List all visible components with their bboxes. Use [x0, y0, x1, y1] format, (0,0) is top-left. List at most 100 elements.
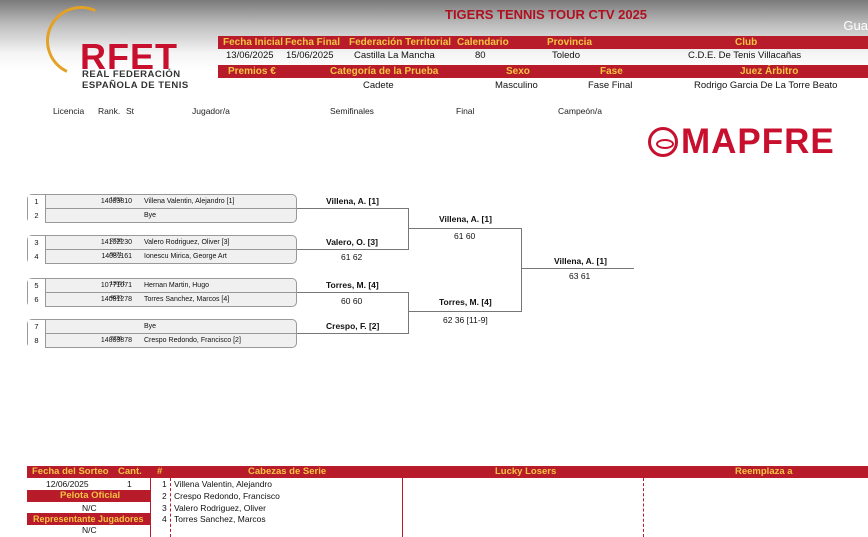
value-federacion: Castilla La Mancha: [354, 50, 435, 61]
final-winner: Torres, M. [4]: [439, 297, 492, 307]
logo-line2: ESPAÑOLA DE TENIS: [82, 80, 189, 91]
header-row2-bar: Premios € Categoría de la Prueba Sexo Fa…: [218, 65, 868, 78]
slot-player: Bye: [144, 323, 157, 330]
draw-slot: 8 14083878 2726 Crespo Redondo, Francisc…: [28, 334, 296, 348]
slot-number: 4: [28, 250, 46, 264]
value-provincia: Toledo: [552, 50, 580, 61]
bracket-line: [408, 292, 409, 334]
col-final: Final: [456, 106, 475, 116]
final-winner: Villena, A. [1]: [439, 214, 492, 224]
label-reemplaza: Reemplaza a: [735, 466, 793, 477]
semi-winner: Torres, M. [4]: [326, 280, 379, 290]
value-fase: Fase Final: [588, 80, 633, 91]
semi-winner: Villena, A. [1]: [326, 196, 379, 206]
label-calendario: Calendario: [457, 37, 509, 48]
draw-slot: 2 Bye: [28, 209, 296, 223]
edge-text: Gua: [843, 18, 868, 33]
seed-name: Torres Sanchez, Marcos: [174, 514, 266, 524]
slot-number: 1: [28, 195, 46, 209]
value-representante: N/C: [82, 525, 97, 535]
label-fase: Fase: [600, 66, 623, 77]
seed-name: Valero Rodriguez, Oliver: [174, 503, 266, 513]
draw-slot: 1 14083810 1703 Villena Valentin, Alejan…: [28, 195, 296, 209]
bracket-line: [408, 208, 409, 250]
champion-name: Villena, A. [1]: [554, 256, 607, 266]
label-club: Club: [735, 37, 758, 48]
slot-rank: 9071: [110, 252, 123, 258]
value-juez: Rodrigo Garcia De La Torre Beato: [694, 80, 838, 91]
representante-bar: [27, 513, 150, 525]
value-categoria: Cadete: [363, 80, 394, 91]
col-st: St: [126, 106, 135, 116]
rfet-logo: RFET REAL FEDERACIÓN ESPAÑOLA DE TENIS: [36, 0, 190, 96]
divider: [402, 478, 403, 537]
bracket-line: [409, 311, 521, 312]
seed-number: 1: [162, 479, 167, 489]
header-background: [0, 0, 868, 70]
divider: [643, 478, 644, 537]
value-cant: 1: [127, 479, 132, 489]
bracket-line: [522, 268, 634, 269]
slot-player: Hernan Martin, Hugo: [144, 282, 209, 289]
slot-player: Bye: [144, 212, 157, 219]
label-lucky: Lucky Losers: [495, 466, 557, 477]
value-calendario: 80: [475, 50, 486, 61]
draw-pair-1: 1 14083810 1703 Villena Valentin, Alejan…: [27, 194, 297, 223]
slot-licencia: 10771071: [100, 282, 132, 289]
label-premios: Premios €: [228, 66, 276, 77]
mapfre-word: MAPFRE: [681, 122, 835, 161]
slot-player: Ionescu Mirica, George Art: [144, 253, 227, 260]
label-federacion: Federación Territorial: [349, 37, 452, 48]
slot-rank: 4620: [110, 295, 123, 301]
slot-rank: 13051: [110, 281, 126, 287]
label-cant: Cant.: [118, 466, 142, 477]
label-fecha-sorteo: Fecha del Sorteo: [32, 466, 109, 477]
header-row1-bar: Fecha Inicial Fecha Final Federación Ter…: [218, 36, 868, 49]
draw-slot: 5 10771071 13051 Hernan Martin, Hugo: [28, 279, 296, 293]
bottom-header-bar: [27, 466, 868, 478]
label-cabezas: Cabezas de Serie: [248, 466, 327, 477]
slot-number: 6: [28, 293, 46, 307]
bracket-line: [409, 228, 521, 229]
col-campeon: Campeón/a: [558, 106, 602, 116]
col-rank: Rank.: [98, 106, 121, 116]
logo-line1: REAL FEDERACIÓN: [82, 69, 181, 80]
label-provincia: Provincia: [547, 37, 593, 48]
slot-rank: 2738: [110, 238, 123, 244]
seed-name: Villena Valentin, Alejandro: [174, 479, 272, 489]
champion-score: 63 61: [569, 271, 591, 281]
bracket-line: [297, 292, 408, 293]
semi-score: 60 60: [341, 296, 363, 306]
slot-player: Villena Valentin, Alejandro [1]: [144, 198, 235, 205]
final-score: 61 60: [454, 231, 476, 241]
label-pelota: Pelota Oficial: [60, 490, 121, 501]
slot-licencia: 14083810: [100, 198, 132, 205]
semi-winner: Crespo, F. [2]: [326, 321, 380, 331]
bracket-line: [297, 249, 408, 250]
seed-number: 3: [162, 503, 167, 513]
draw-slot: 6 14081278 4620 Torres Sanchez, Marcos […: [28, 293, 296, 307]
label-fecha-inicial: Fecha Inicial: [223, 37, 284, 48]
draw-slot: 3 14102230 2738 Valero Rodriguez, Oliver…: [28, 236, 296, 250]
logo-word: RFET: [80, 36, 178, 77]
slot-player: Valero Rodriguez, Oliver [3]: [144, 239, 230, 246]
draw-pair-3: 5 10771071 13051 Hernan Martin, Hugo 6 1…: [27, 278, 297, 307]
value-pelota: N/C: [82, 503, 97, 513]
value-fecha-sorteo: 12/06/2025: [46, 479, 89, 489]
semi-winner: Valero, O. [3]: [326, 237, 378, 247]
slot-number: 3: [28, 236, 46, 250]
semi-score: 61 62: [341, 252, 363, 262]
value-club: C.D.E. De Tenis Villacañas: [688, 50, 802, 61]
seed-number: 2: [162, 491, 167, 501]
label-hash: #: [157, 466, 163, 477]
mapfre-logo: MAPFRE: [648, 122, 835, 161]
draw-pair-4: 7 Bye 8 14083878 2726 Crespo Redondo, Fr…: [27, 319, 297, 348]
value-sexo: Masculino: [495, 80, 538, 91]
slot-licencia: 14083878: [100, 337, 132, 344]
pelota-bar: [27, 490, 150, 502]
bracket-line: [521, 228, 522, 312]
bracket-line: [297, 208, 408, 209]
mapfre-emblem-icon: [648, 127, 678, 157]
slot-number: 8: [28, 334, 46, 348]
slot-number: 2: [28, 209, 46, 223]
